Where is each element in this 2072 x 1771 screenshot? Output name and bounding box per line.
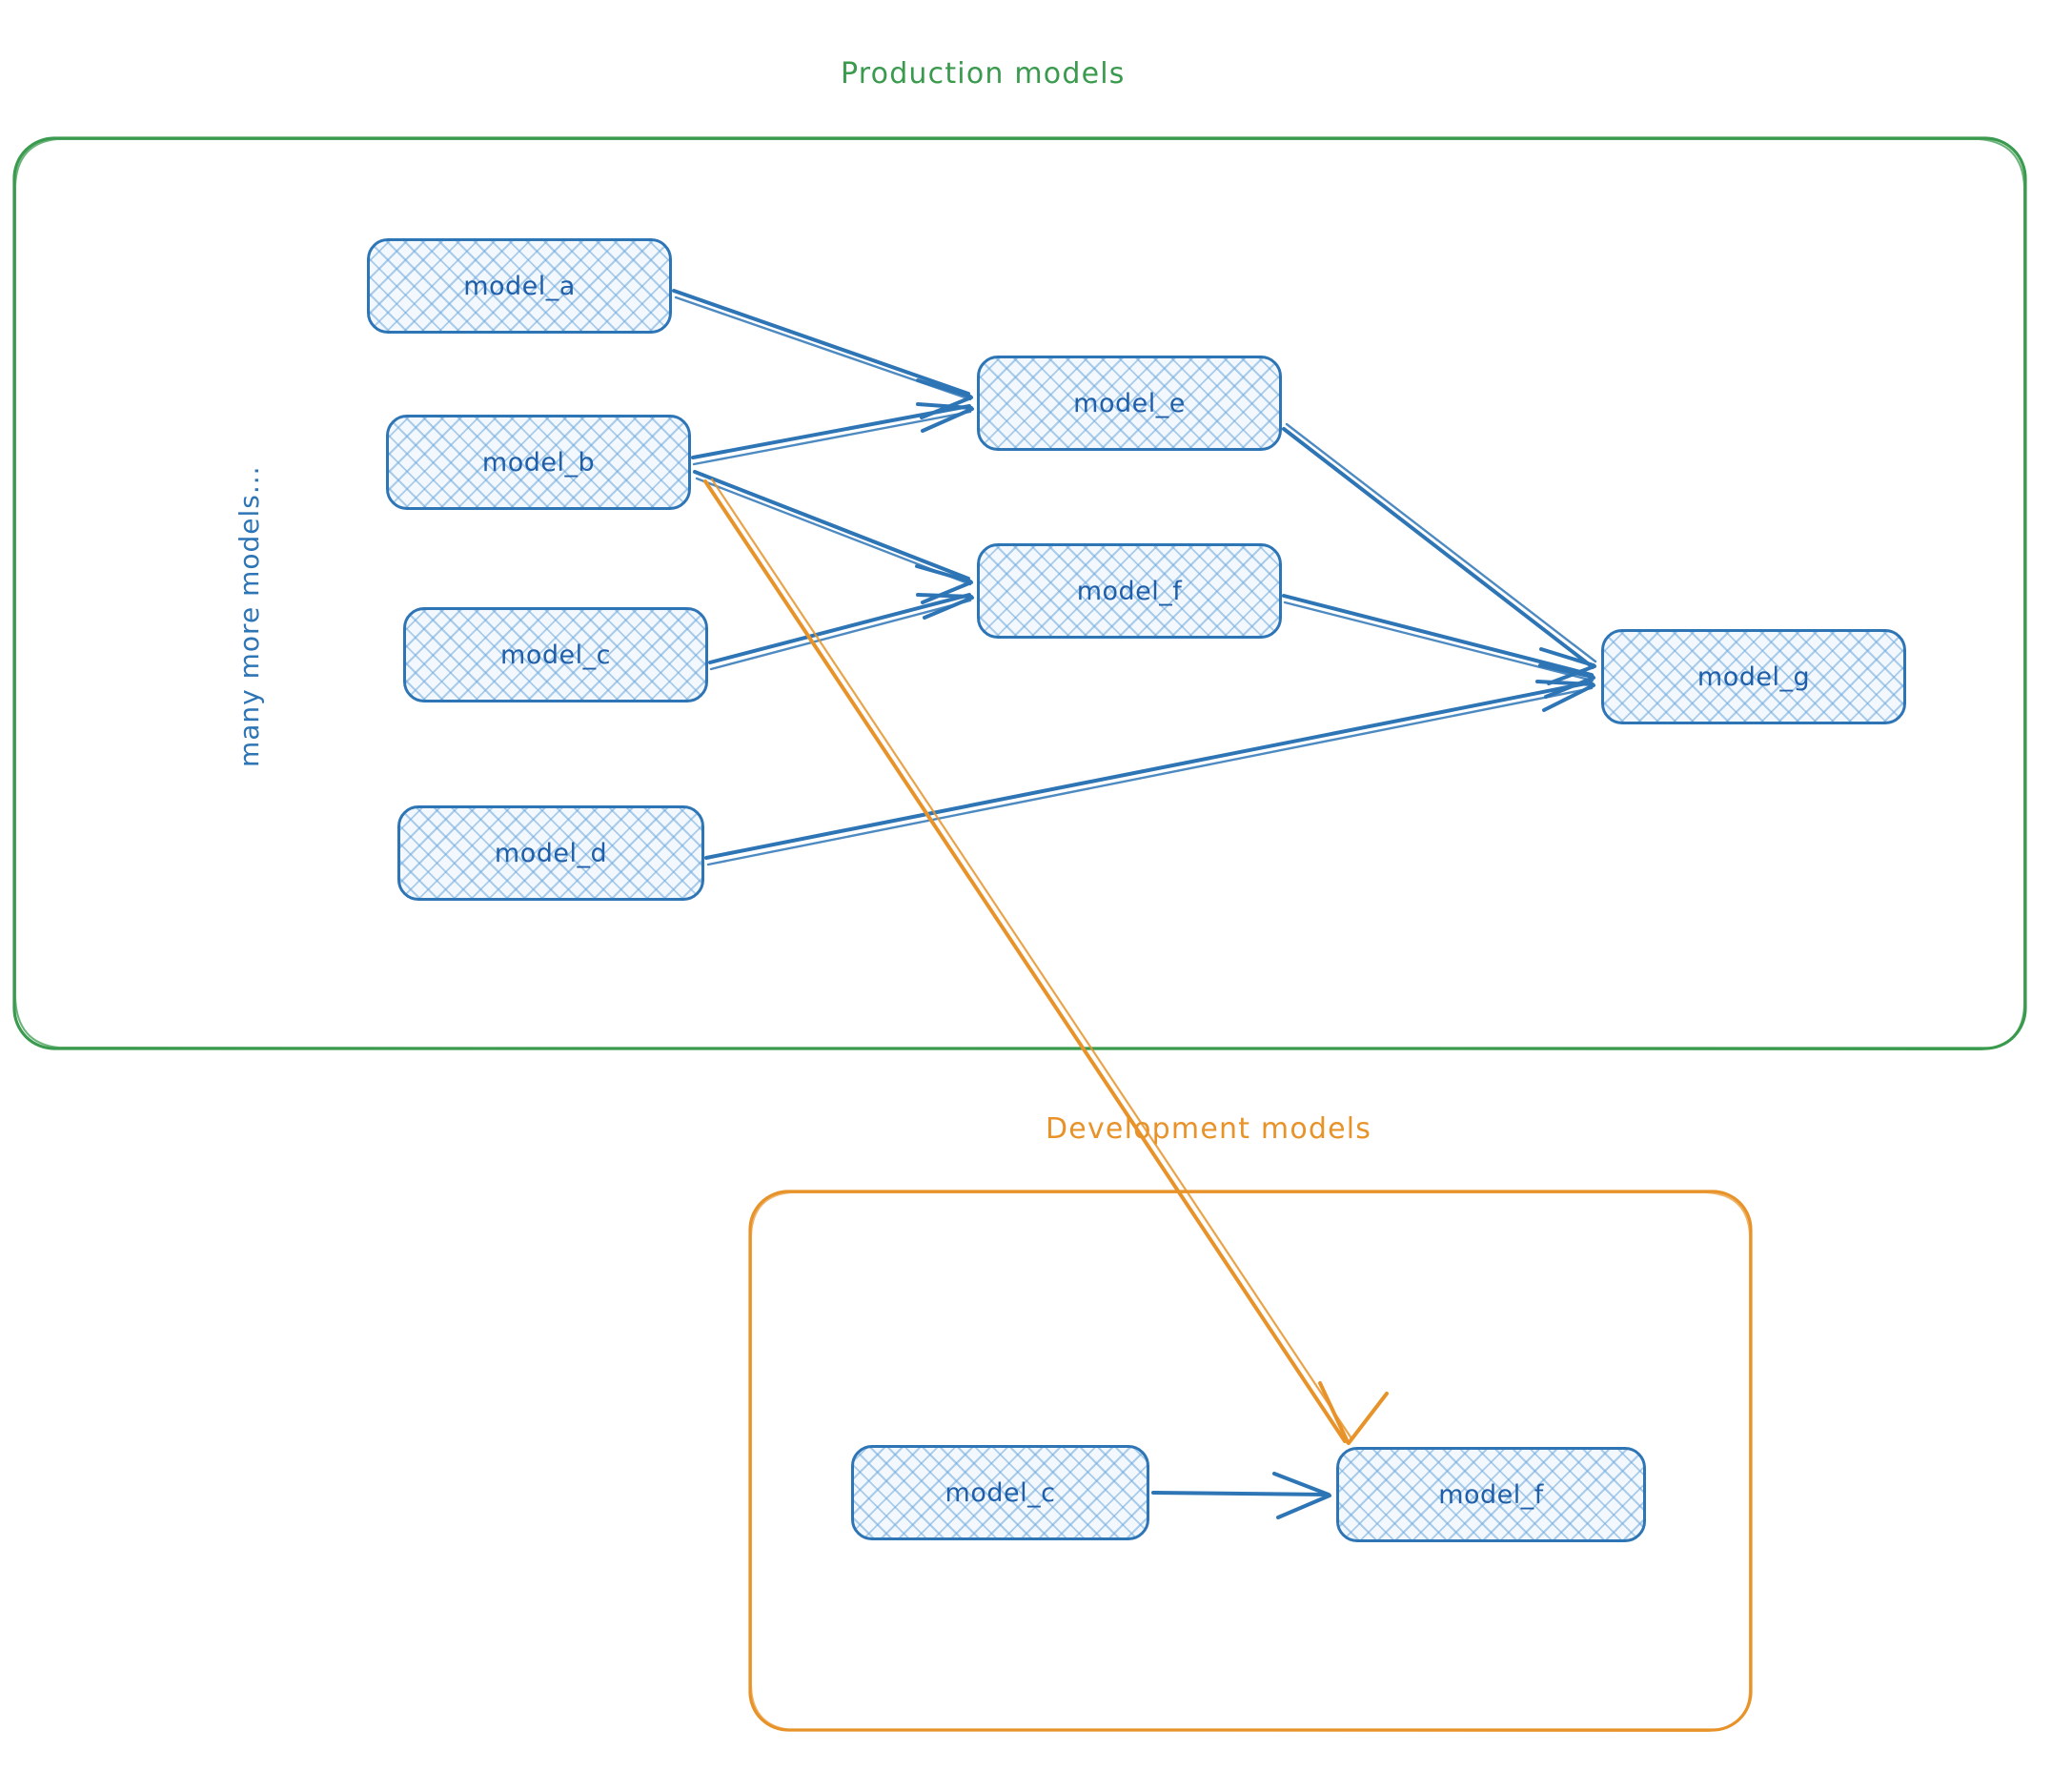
node-prod-model-a[interactable]: model_a [367, 238, 672, 334]
edge-model-a-to-model-e [672, 289, 973, 419]
node-label: model_b [481, 447, 596, 478]
node-prod-model-d[interactable]: model_d [397, 805, 704, 901]
production-group-container [12, 136, 2027, 1050]
node-prod-model-c[interactable]: model_c [403, 607, 708, 702]
node-prod-model-e[interactable]: model_e [977, 356, 1282, 451]
node-dev-model-c[interactable]: model_c [851, 1445, 1149, 1540]
edge-model-c-to-model-f [708, 593, 974, 671]
node-label: model_c [945, 1477, 1056, 1508]
node-prod-model-f[interactable]: model_f [977, 543, 1282, 639]
node-label: model_f [1076, 576, 1183, 606]
edge-prod-model-b-to-dev-model-f [703, 478, 1389, 1445]
node-label: model_c [500, 640, 611, 670]
edge-dev-model-c-to-dev-model-f [1151, 1472, 1331, 1519]
node-label: model_f [1438, 1479, 1544, 1510]
edge-model-b-to-model-f [693, 470, 973, 604]
edge-model-d-to-model-g [704, 680, 1595, 866]
development-group-container [748, 1190, 1753, 1732]
edge-model-e-to-model-g [1282, 422, 1597, 685]
node-label: model_g [1696, 662, 1811, 692]
many-more-models-label: many more models... [234, 465, 265, 767]
edge-model-f-to-model-g [1282, 594, 1595, 699]
production-group-title: Production models [841, 57, 1126, 91]
node-prod-model-b[interactable]: model_b [386, 415, 691, 510]
edge-model-b-to-model-e [691, 402, 974, 466]
node-dev-model-f[interactable]: model_f [1336, 1447, 1646, 1542]
node-label: model_d [494, 838, 608, 868]
node-label: model_e [1073, 388, 1186, 418]
node-label: model_a [463, 271, 576, 301]
node-prod-model-g[interactable]: model_g [1601, 629, 1906, 724]
development-group-title: Development models [1046, 1112, 1372, 1146]
